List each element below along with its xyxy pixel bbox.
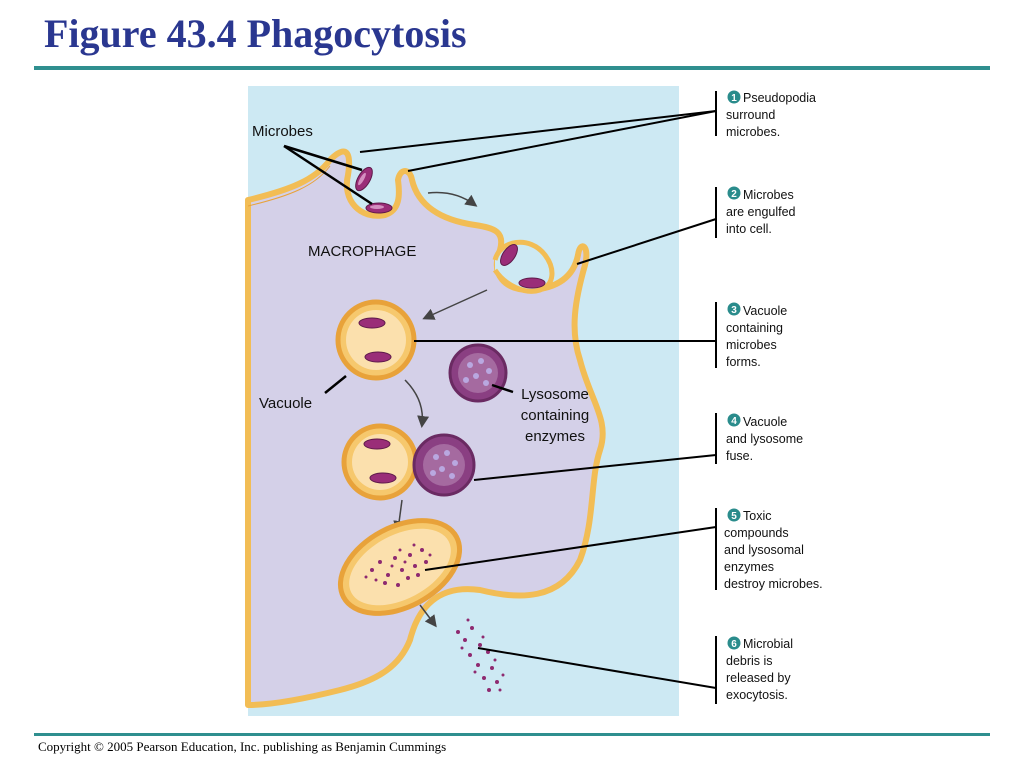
microbe — [363, 438, 391, 450]
label-lysosome-line-2: containing — [521, 407, 589, 424]
step-text-line: fuse. — [726, 449, 753, 463]
step-text-line: and lysosomal — [724, 543, 804, 557]
step-text-line: Microbial — [743, 637, 793, 651]
step-text-line: debris is — [726, 654, 773, 668]
step-text-line: microbes. — [726, 125, 780, 139]
step-text-line: exocytosis. — [726, 688, 788, 702]
macrophage-cell — [245, 148, 606, 708]
microbe — [500, 244, 518, 266]
label-lysosome-line-3: enzymes — [525, 428, 585, 445]
step-text-line: destroy microbes. — [724, 577, 823, 591]
microbe — [369, 472, 397, 484]
step-text-line: surround — [726, 108, 775, 122]
step-text-line: are engulfed — [726, 205, 796, 219]
label-vacuole: Vacuole — [259, 395, 312, 412]
step-4: 4 Vacuole and lysosome fuse. — [726, 413, 803, 463]
step-3: 3 Vacuole containing microbes forms. — [726, 302, 787, 369]
step-number-badge — [727, 413, 741, 427]
step-text-line: Vacuole — [743, 304, 787, 318]
step-6: 6 Microbial debris is released by exocyt… — [726, 636, 793, 702]
step-number: 4 — [731, 416, 737, 427]
step-number-badge — [727, 508, 741, 522]
step-text-line: containing — [726, 321, 783, 335]
step-text-line: released by — [726, 671, 791, 685]
step-text-line: microbes — [726, 338, 777, 352]
step-5: 5 Toxic compounds and lysosomal enzymes … — [724, 508, 823, 591]
step-text-line: into cell. — [726, 222, 772, 236]
step-number: 6 — [731, 639, 737, 650]
step-1: 1 Pseudopodia surround microbes. — [726, 90, 816, 139]
title-divider — [34, 66, 990, 70]
step-number: 2 — [731, 189, 737, 200]
step-text-line: Microbes — [743, 188, 794, 202]
step-2: 2 Microbes are engulfed into cell. — [726, 186, 796, 236]
slide-title: Figure 43.4 Phagocytosis — [44, 11, 467, 56]
step-text-line: Toxic — [743, 509, 771, 523]
step-number-badge — [727, 186, 741, 200]
footer-divider — [34, 733, 990, 736]
step-text-line: compounds — [724, 526, 789, 540]
step-text-line: enzymes — [724, 560, 774, 574]
step-text-line: and lysosome — [726, 432, 803, 446]
step-number-badge — [727, 302, 741, 316]
step-number: 3 — [731, 305, 737, 316]
step-number-badge — [727, 90, 741, 104]
copyright-footer: Copyright © 2005 Pearson Education, Inc.… — [38, 739, 447, 754]
step-text-line: forms. — [726, 355, 761, 369]
microbe — [364, 351, 392, 363]
step-text-line: Pseudopodia — [743, 91, 816, 105]
microbe — [358, 317, 386, 329]
label-lysosome-line-1: Lysosome — [521, 386, 589, 403]
microbe — [518, 277, 546, 289]
step-text-line: Vacuole — [743, 415, 787, 429]
step-number-badge — [727, 636, 741, 650]
step-number: 1 — [731, 93, 737, 104]
label-microbes: Microbes — [252, 123, 313, 140]
label-macrophage: MACROPHAGE — [308, 243, 416, 260]
step-number: 5 — [731, 511, 737, 522]
